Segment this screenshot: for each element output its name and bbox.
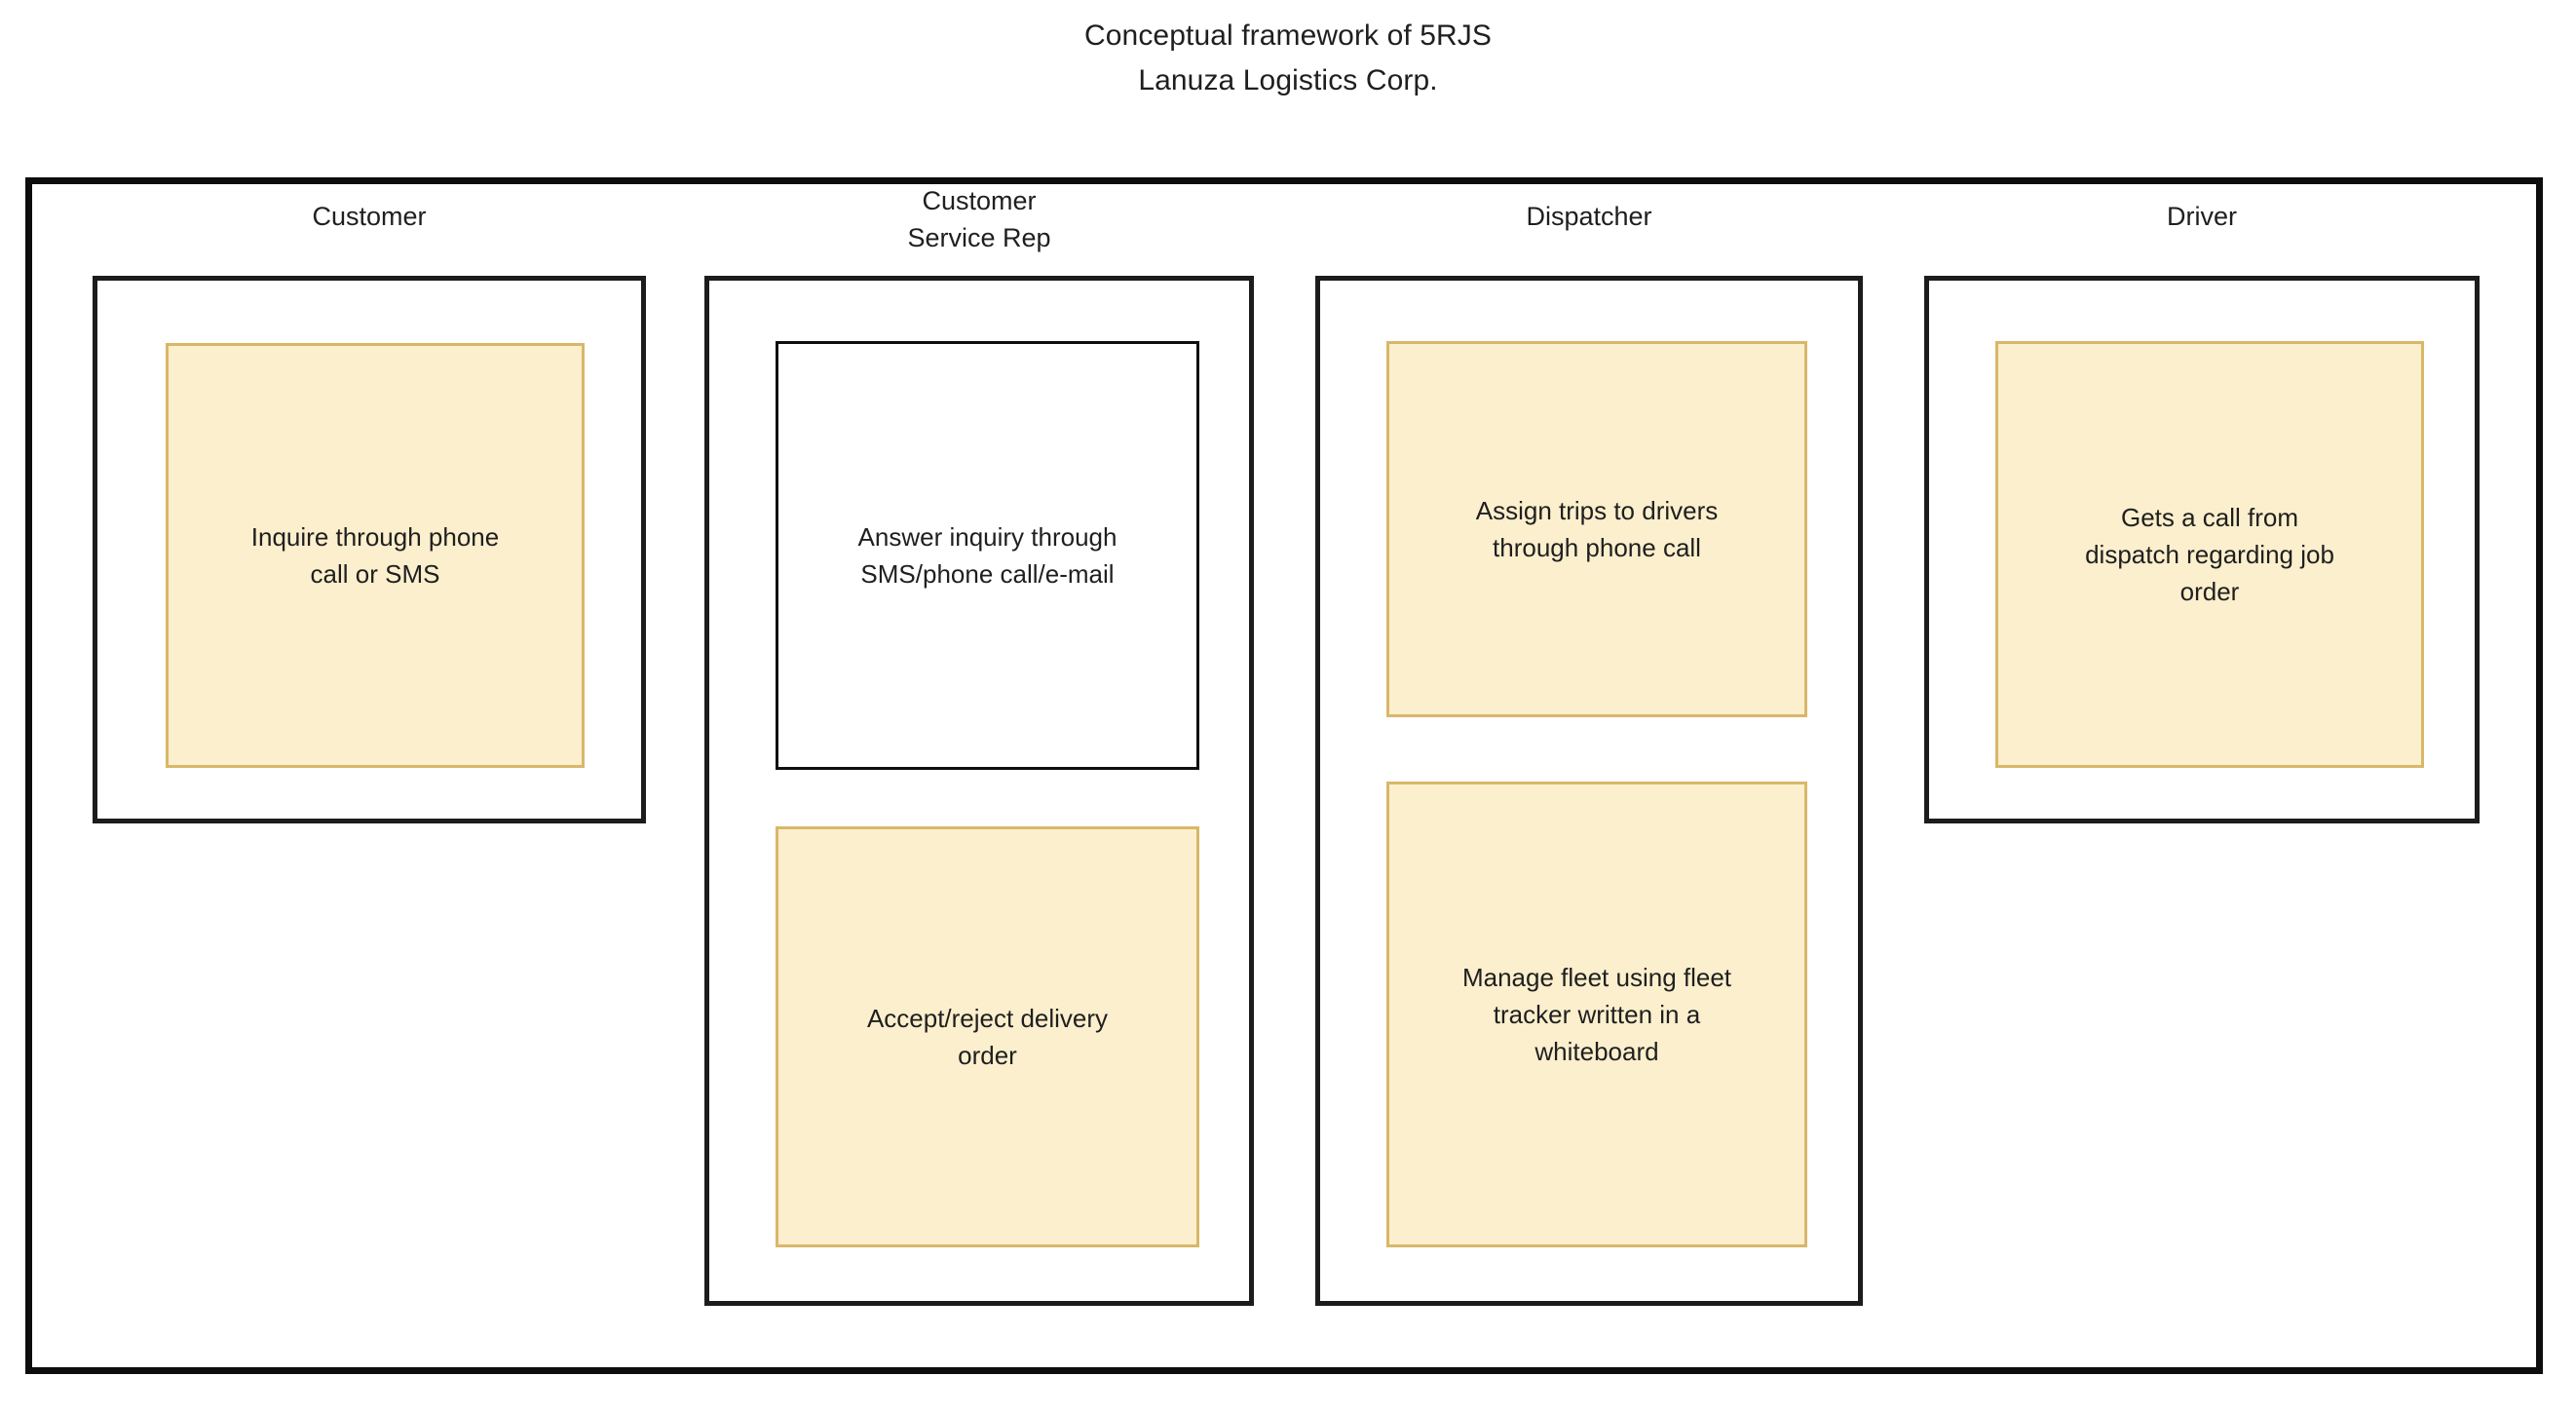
title-line-2: Lanuza Logistics Corp. bbox=[1138, 64, 1438, 96]
lane-body-dispatcher: Assign trips to drivers through phone ca… bbox=[1315, 276, 1863, 1306]
lane-header-customer: Customer bbox=[312, 202, 427, 231]
lane-dispatcher: Dispatcher Assign trips to drivers throu… bbox=[1315, 190, 1863, 1306]
lane-body-customer-service-rep: Answer inquiry through SMS/phone call/e-… bbox=[704, 276, 1254, 1306]
title-line-1: Conceptual framework of 5RJS bbox=[1084, 19, 1492, 52]
task-customer-inquire-label: Inquire through phone call or SMS bbox=[250, 522, 500, 589]
task-driver-gets-call[interactable]: Gets a call from dispatch regarding job … bbox=[1995, 341, 2424, 768]
task-driver-gets-call-label: Gets a call from dispatch regarding job … bbox=[2085, 503, 2334, 606]
task-csr-answer-inquiry[interactable]: Answer inquiry through SMS/phone call/e-… bbox=[776, 341, 1199, 770]
task-customer-inquire[interactable]: Inquire through phone call or SMS bbox=[166, 343, 585, 768]
lane-header-dispatcher: Dispatcher bbox=[1526, 202, 1652, 231]
task-dispatcher-manage-fleet[interactable]: Manage fleet using fleet tracker written… bbox=[1386, 782, 1807, 1247]
task-dispatcher-manage-fleet-label: Manage fleet using fleet tracker written… bbox=[1461, 963, 1732, 1066]
task-csr-accept-reject[interactable]: Accept/reject delivery order bbox=[776, 826, 1199, 1247]
task-dispatcher-assign-trips-label: Assign trips to drivers through phone ca… bbox=[1475, 496, 1719, 562]
lane-customer: Customer Inquire through phone call or S… bbox=[93, 190, 646, 823]
task-csr-answer-inquiry-label: Answer inquiry through SMS/phone call/e-… bbox=[857, 522, 1118, 589]
lane-body-driver: Gets a call from dispatch regarding job … bbox=[1924, 276, 2480, 823]
lane-header-customer-service-rep: Customer Service Rep bbox=[907, 186, 1051, 252]
lane-driver: Driver Gets a call from dispatch regardi… bbox=[1924, 190, 2480, 823]
lane-customer-service-rep: Customer Service Rep Answer inquiry thro… bbox=[704, 186, 1254, 1306]
task-dispatcher-assign-trips[interactable]: Assign trips to drivers through phone ca… bbox=[1386, 341, 1807, 717]
page-title: Conceptual framework of 5RJS Lanuza Logi… bbox=[0, 14, 2576, 103]
task-csr-accept-reject-label: Accept/reject delivery order bbox=[866, 1004, 1109, 1070]
lane-header-driver: Driver bbox=[2167, 202, 2237, 231]
lane-body-customer: Inquire through phone call or SMS bbox=[93, 276, 646, 823]
